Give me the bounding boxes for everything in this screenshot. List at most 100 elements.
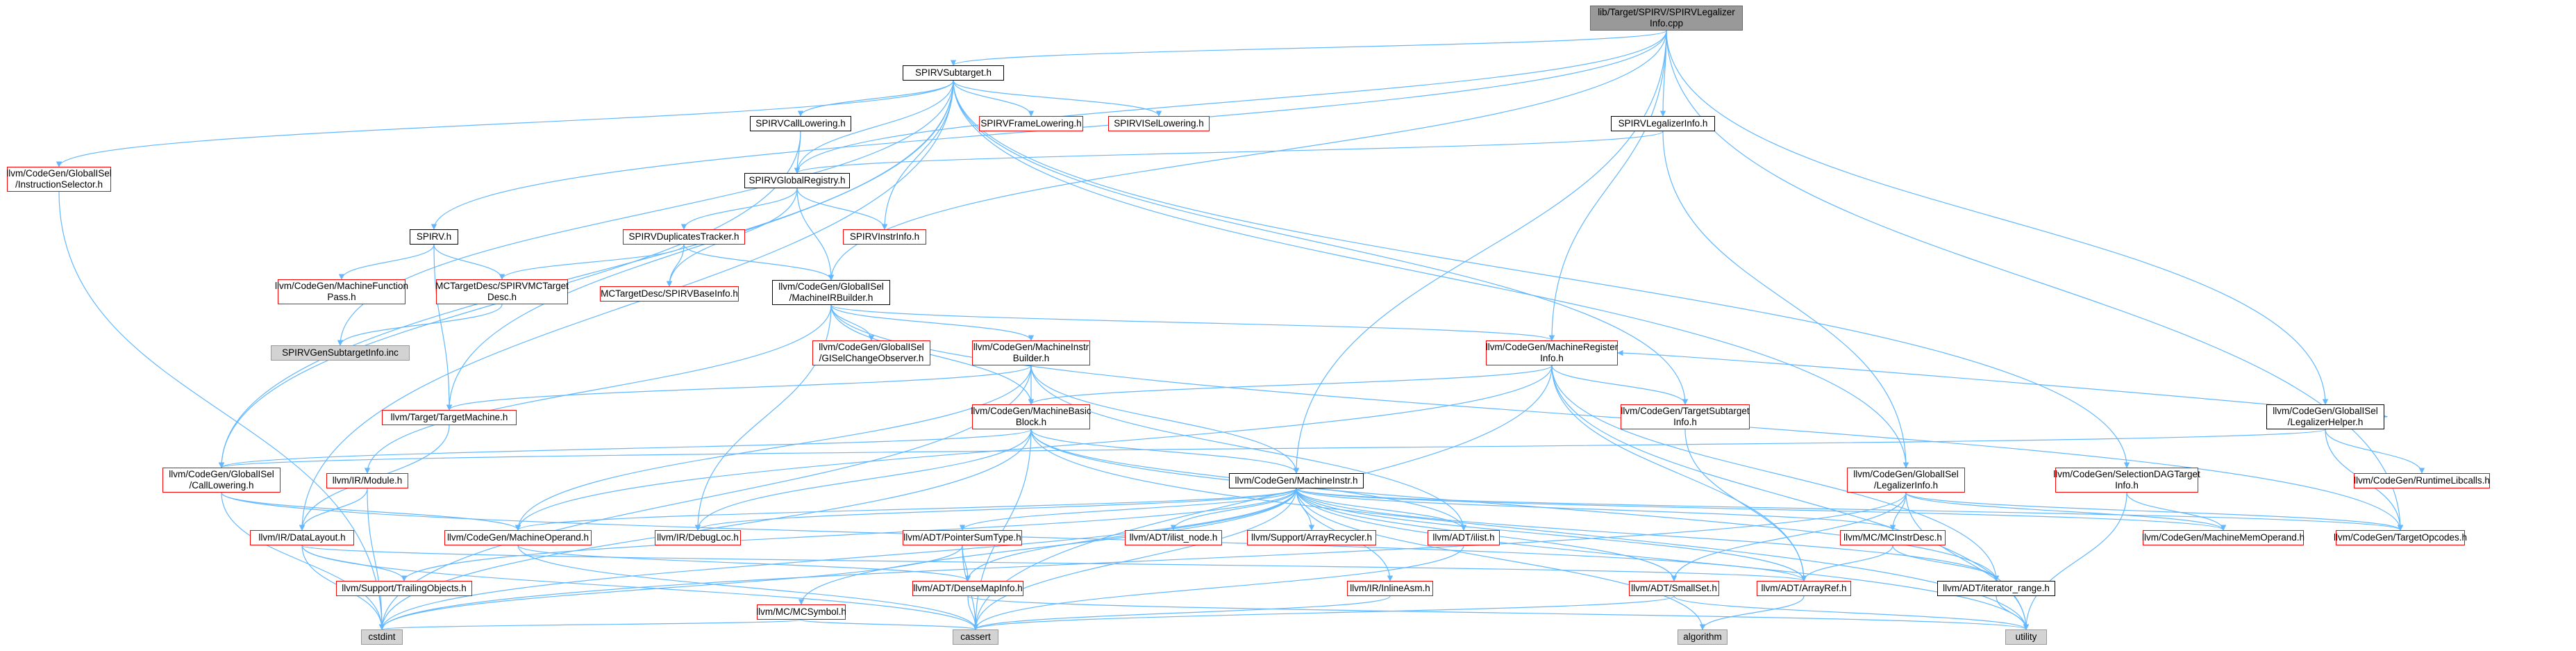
node-gensubtarget[interactable]: SPIRVGenSubtargetInfo.inc <box>271 345 410 361</box>
edge-gisel-calllowering-to-cstdint <box>221 492 385 630</box>
node-framelowering[interactable]: SPIRVFrameLowering.h <box>979 116 1083 131</box>
node-targetopcodes[interactable]: llvm/CodeGen/TargetOpcodes.h <box>2334 530 2467 545</box>
edge-subtarget-to-framelowering <box>953 80 1035 117</box>
edge-mreginfo-to-targetsubtarget <box>1551 365 1689 405</box>
node-utility[interactable]: utility <box>2005 629 2047 645</box>
edge-mibuilder-to-targetmachine <box>446 365 1032 411</box>
node-root[interactable]: lib/Target/SPIRV/SPIRVLegalizer Info.cpp <box>1590 6 1743 31</box>
node-mirbuilder[interactable]: llvm/CodeGen/GlobalISel /MachineIRBuilde… <box>772 280 890 305</box>
node-mmo[interactable]: llvm/CodeGen/MachineMemOperand.h <box>2142 530 2305 545</box>
node-calllowering-spirv[interactable]: SPIRVCallLowering.h <box>750 116 851 131</box>
edge-minstr-to-moperand <box>515 488 1297 531</box>
node-dupstracker[interactable]: SPIRVDuplicatesTracker.h <box>623 229 745 245</box>
node-instructionselector[interactable]: llvm/CodeGen/GlobalISel /InstructionSele… <box>6 167 112 192</box>
edge-mbb-to-gisel-calllowering <box>219 429 1032 468</box>
node-mctargetdesc[interactable]: MCTargetDesc/SPIRVMCTarget Desc.h <box>435 279 569 304</box>
edge-minstr-to-cassert <box>972 488 1297 630</box>
edge-legalizerinfo-h-to-gisel-legalizerinfo <box>1662 131 1909 468</box>
node-arrayref[interactable]: llvm/ADT/ArrayRef.h <box>1757 581 1851 596</box>
node-spirv-h[interactable]: SPIRV.h <box>410 229 458 245</box>
edge-minstr-to-trailingobjects <box>401 488 1297 582</box>
edge-mreginfo-to-moperand <box>515 365 1553 531</box>
edge-gisel-legalizerinfo-to-targetopcodes <box>1905 492 2403 531</box>
edge-mibuilder-to-minstr <box>1030 365 1300 474</box>
edge-minstr-to-cstdint <box>378 488 1297 630</box>
edge-spirv-h-to-targetmachine <box>433 244 453 411</box>
edge-mbb-to-iterator-range <box>1030 429 2000 582</box>
node-gisel-observer[interactable]: llvm/CodeGen/GlobalISel /GISelChangeObse… <box>812 340 930 365</box>
node-gisel-calllowering[interactable]: llvm/CodeGen/GlobalISel /CallLowering.h <box>162 468 281 493</box>
edge-subtarget-to-datalayout <box>299 80 954 531</box>
edge-datalayout-to-arrayref <box>301 545 1807 582</box>
edge-subtarget-to-instrinfo <box>881 80 954 230</box>
node-arrayrecycler[interactable]: llvm/Support/ArrayRecycler.h <box>1247 530 1376 545</box>
edge-minstr-to-mmo <box>1296 488 2226 531</box>
edge-seldag-to-mmo <box>2126 492 2227 531</box>
edge-gisel-legalizerinfo-to-mcinstrdesc <box>1889 492 1907 531</box>
node-globalregistry[interactable]: SPIRVGlobalRegistry.h <box>744 173 850 188</box>
node-isellowering[interactable]: SPIRVISelLowering.h <box>1108 116 1210 131</box>
edge-minstr-to-mcsymbol <box>798 488 1297 605</box>
node-moperand[interactable]: llvm/CodeGen/MachineOperand.h <box>444 530 592 545</box>
edge-mctargetdesc-to-gensubtarget <box>337 304 503 346</box>
node-cstdint[interactable]: cstdint <box>361 629 403 645</box>
edge-arrayref-to-algorithm <box>1699 595 1805 630</box>
node-debugloc[interactable]: llvm/IR/DebugLoc.h <box>655 530 741 545</box>
node-seldag[interactable]: llvm/CodeGen/SelectionDAGTarget Info.h <box>2053 468 2200 493</box>
node-legalizerinfo-h[interactable]: SPIRVLegalizerInfo.h <box>1611 116 1715 131</box>
edge-subtarget-to-seldag <box>953 80 2130 468</box>
node-gisel-legalizerinfo[interactable]: llvm/CodeGen/GlobalISel /LegalizerInfo.h <box>1847 468 1965 493</box>
edge-gisel-legalizerinfo-to-utility <box>1905 492 2030 630</box>
edge-dupstracker-to-baseinfo <box>666 244 685 287</box>
edge-gisel-legalizerinfo-to-cstdint <box>378 492 1907 630</box>
node-targetsubtarget[interactable]: llvm/CodeGen/TargetSubtarget Info.h <box>1621 404 1750 429</box>
node-mfpass[interactable]: llvm/CodeGen/MachineFunction Pass.h <box>275 279 408 304</box>
edge-dupstracker-to-mirbuilder <box>683 244 835 281</box>
node-datalayout[interactable]: llvm/IR/DataLayout.h <box>250 530 354 545</box>
node-minstr[interactable]: llvm/CodeGen/MachineInstr.h <box>1229 473 1364 488</box>
node-legalizerhelper[interactable]: llvm/CodeGen/GlobalISel /LegalizerHelper… <box>2266 404 2384 429</box>
node-iterator-range[interactable]: llvm/ADT/iterator_range.h <box>1937 581 2055 596</box>
edge-datalayout-to-cassert <box>301 545 979 630</box>
node-ilist-node[interactable]: llvm/ADT/ilist_node.h <box>1125 530 1222 545</box>
node-targetmachine[interactable]: llvm/Target/TargetMachine.h <box>382 410 517 425</box>
edge-mcinstrdesc-to-arrayref <box>1800 545 1893 582</box>
node-mcsymbol[interactable]: llvm/MC/MCSymbol.h <box>756 604 846 620</box>
edge-minstr-to-debugloc <box>695 488 1297 531</box>
node-trailingobjects[interactable]: llvm/Support/TrailingObjects.h <box>336 581 472 596</box>
node-instrinfo[interactable]: SPIRVInstrInfo.h <box>843 229 926 245</box>
node-smallset[interactable]: llvm/ADT/SmallSet.h <box>1629 581 1719 596</box>
node-mcinstrdesc[interactable]: llvm/MC/MCInstrDesc.h <box>1840 530 1946 545</box>
edge-seldag-to-utility <box>2023 492 2127 630</box>
node-ilist[interactable]: llvm/ADT/ilist.h <box>1428 530 1500 545</box>
node-runtimelibcalls[interactable]: llvm/CodeGen/RuntimeLibcalls.h <box>2354 473 2490 488</box>
edge-spirv-h-to-mctargetdesc <box>433 244 505 280</box>
edge-dupstracker-to-mctargetdesc <box>499 244 685 280</box>
edge-subtarget-to-instructionselector <box>56 80 954 167</box>
edge-globalregistry-to-mirbuilder <box>796 188 835 281</box>
node-mbb[interactable]: llvm/CodeGen/MachineBasic Block.h <box>971 404 1092 429</box>
node-baseinfo[interactable]: MCTargetDesc/SPIRVBaseInfo.h <box>600 286 739 302</box>
node-mibuilder[interactable]: llvm/CodeGen/MachineInstr Builder.h <box>972 340 1090 365</box>
edge-minstr-to-ilist-node <box>1170 488 1297 531</box>
edge-subtarget-to-targetmachine <box>446 80 954 411</box>
edge-mirbuilder-to-mbb <box>830 304 1035 405</box>
edge-root-to-mreginfo <box>1548 30 1667 341</box>
edge-gisel-legalizerinfo-to-smallset <box>1671 492 1907 582</box>
node-subtarget[interactable]: SPIRVSubtarget.h <box>903 65 1004 81</box>
node-ir-module[interactable]: llvm/IR/Module.h <box>326 473 408 488</box>
edge-targetsubtarget-to-arrayref <box>1684 429 1807 582</box>
edge-smallset-to-utility <box>1673 595 2030 630</box>
node-cassert[interactable]: cassert <box>953 629 998 645</box>
edge-instructionselector-to-cstdint <box>58 191 385 630</box>
node-pointersumtype[interactable]: llvm/ADT/PointerSumType.h <box>903 530 1022 545</box>
edge-iterator-range-to-utility <box>1996 595 2030 630</box>
edge-mcsymbol-to-cassert <box>801 619 978 630</box>
node-mreginfo[interactable]: llvm/CodeGen/MachineRegister Info.h <box>1486 340 1618 365</box>
node-densemapinfo[interactable]: llvm/ADT/DenseMapInfo.h <box>912 581 1023 596</box>
node-algorithm[interactable]: algorithm <box>1678 629 1728 645</box>
edge-smallset-to-cassert <box>973 595 1675 630</box>
edge-legalizerhelper-to-runtimelibcalls <box>2325 429 2425 474</box>
node-inlineasm[interactable]: llvm/IR/InlineAsm.h <box>1347 581 1433 596</box>
